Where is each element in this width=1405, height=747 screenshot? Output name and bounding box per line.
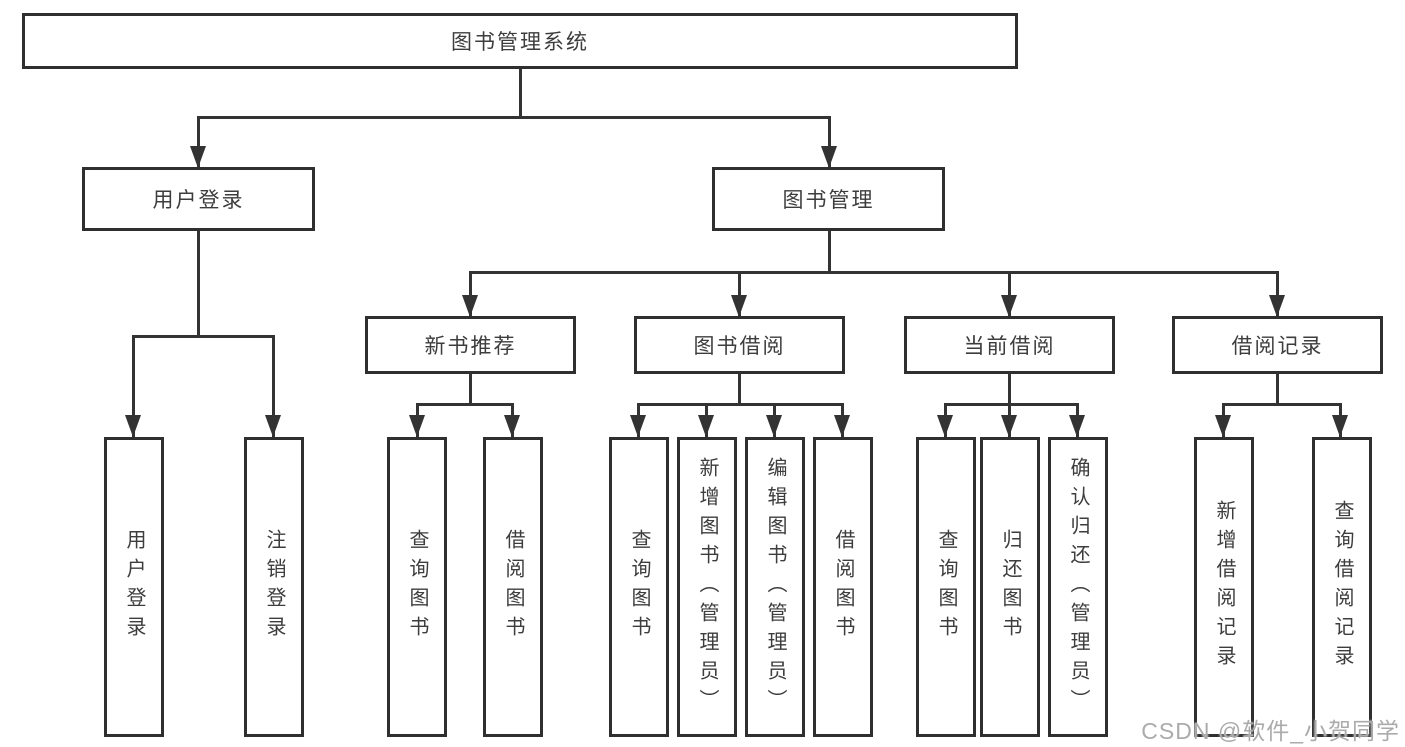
leaf-logout-label: 注销登录 (263, 529, 285, 645)
leaf-edit-book: 编辑图书（管理员） (745, 437, 805, 737)
leaf-user-login: 用户登录 (104, 437, 164, 737)
node-new-book-recommend: 新书推荐 (365, 316, 576, 374)
arrow-down-icon (937, 415, 953, 437)
arrow-down-icon (1215, 415, 1231, 437)
leaf-edit-book-label: 编辑图书（管理员） (764, 456, 786, 718)
csdn-watermark: CSDN @软件_小贺同学 (1141, 718, 1400, 744)
leaf-add-record-label: 新增借阅记录 (1213, 500, 1235, 674)
connector-line (469, 373, 472, 406)
leaf-query-book-2: 查询图书 (609, 437, 669, 737)
connector-line (132, 335, 275, 338)
connector-line (828, 231, 831, 274)
node-borrow-records: 借阅记录 (1172, 316, 1383, 374)
arrow-down-icon (1001, 415, 1017, 437)
leaf-query-record-label: 查询借阅记录 (1331, 500, 1353, 674)
node-user-login: 用户登录 (82, 167, 315, 231)
connector-line (637, 403, 844, 406)
leaf-query-book-2-label: 查询图书 (628, 529, 650, 645)
node-current-borrow: 当前借阅 (904, 316, 1115, 374)
node-book-management: 图书管理 (712, 167, 945, 231)
leaf-add-book-label: 新增图书（管理员） (696, 456, 718, 718)
connector-line (944, 403, 1079, 406)
node-current-borrow-label: 当前借阅 (963, 335, 1056, 358)
connector-line (738, 271, 741, 317)
connector-line (272, 335, 275, 437)
arrow-down-icon (125, 415, 141, 437)
connector-line (519, 69, 522, 119)
arrow-down-icon (190, 146, 206, 168)
connector-line (1276, 373, 1279, 406)
leaf-query-book-3: 查询图书 (916, 437, 976, 737)
leaf-add-book: 新增图书（管理员） (677, 437, 737, 737)
node-book-borrow-label: 图书借阅 (693, 335, 786, 358)
leaf-user-login-label: 用户登录 (123, 529, 145, 645)
arrow-down-icon (265, 415, 281, 437)
arrow-down-icon (698, 415, 714, 437)
leaf-borrow-book-2-label: 借阅图书 (832, 529, 854, 645)
arrow-down-icon (504, 415, 520, 437)
connector-line (197, 116, 200, 168)
leaf-logout: 注销登录 (244, 437, 304, 737)
leaf-query-record: 查询借阅记录 (1312, 437, 1372, 737)
arrow-down-icon (834, 415, 850, 437)
leaf-query-book-1-label: 查询图书 (406, 529, 428, 645)
arrow-down-icon (409, 415, 425, 437)
connector-line (469, 271, 472, 317)
arrow-down-icon (766, 415, 782, 437)
node-root-label: 图书管理系统 (451, 31, 589, 54)
arrow-down-icon (731, 295, 747, 317)
connector-line (469, 271, 1279, 274)
connector-line (1008, 373, 1011, 406)
connector-line (132, 335, 135, 437)
connector-line (198, 116, 831, 119)
node-new-book-recommend-label: 新书推荐 (424, 335, 517, 358)
connector-line (738, 373, 741, 406)
leaf-return-book-label: 归还图书 (999, 529, 1021, 645)
leaf-return-book: 归还图书 (980, 437, 1040, 737)
arrow-down-icon (630, 415, 646, 437)
node-book-borrow: 图书借阅 (634, 316, 845, 374)
arrow-down-icon (1069, 415, 1085, 437)
leaf-confirm-return: 确认归还（管理员） (1048, 437, 1108, 737)
leaf-borrow-book-1: 借阅图书 (483, 437, 543, 737)
connector-line (1276, 271, 1279, 317)
connector-line (828, 116, 831, 168)
leaf-borrow-book-1-label: 借阅图书 (502, 529, 524, 645)
node-user-login-label: 用户登录 (152, 189, 245, 212)
arrow-down-icon (821, 146, 837, 168)
node-root: 图书管理系统 (22, 13, 1018, 69)
arrow-down-icon (1001, 295, 1017, 317)
connector-line (1008, 271, 1011, 317)
leaf-query-book-1: 查询图书 (387, 437, 447, 737)
connector-line (416, 403, 514, 406)
leaf-confirm-return-label: 确认归还（管理员） (1067, 456, 1089, 718)
node-borrow-records-label: 借阅记录 (1231, 335, 1324, 358)
arrow-down-icon (1332, 415, 1348, 437)
connector-line (197, 231, 200, 338)
leaf-add-record: 新增借阅记录 (1194, 437, 1254, 737)
connector-line (1222, 403, 1341, 406)
leaf-borrow-book-2: 借阅图书 (813, 437, 873, 737)
arrow-down-icon (462, 295, 478, 317)
node-book-management-label: 图书管理 (782, 189, 875, 212)
leaf-query-book-3-label: 查询图书 (935, 529, 957, 645)
arrow-down-icon (1269, 295, 1285, 317)
